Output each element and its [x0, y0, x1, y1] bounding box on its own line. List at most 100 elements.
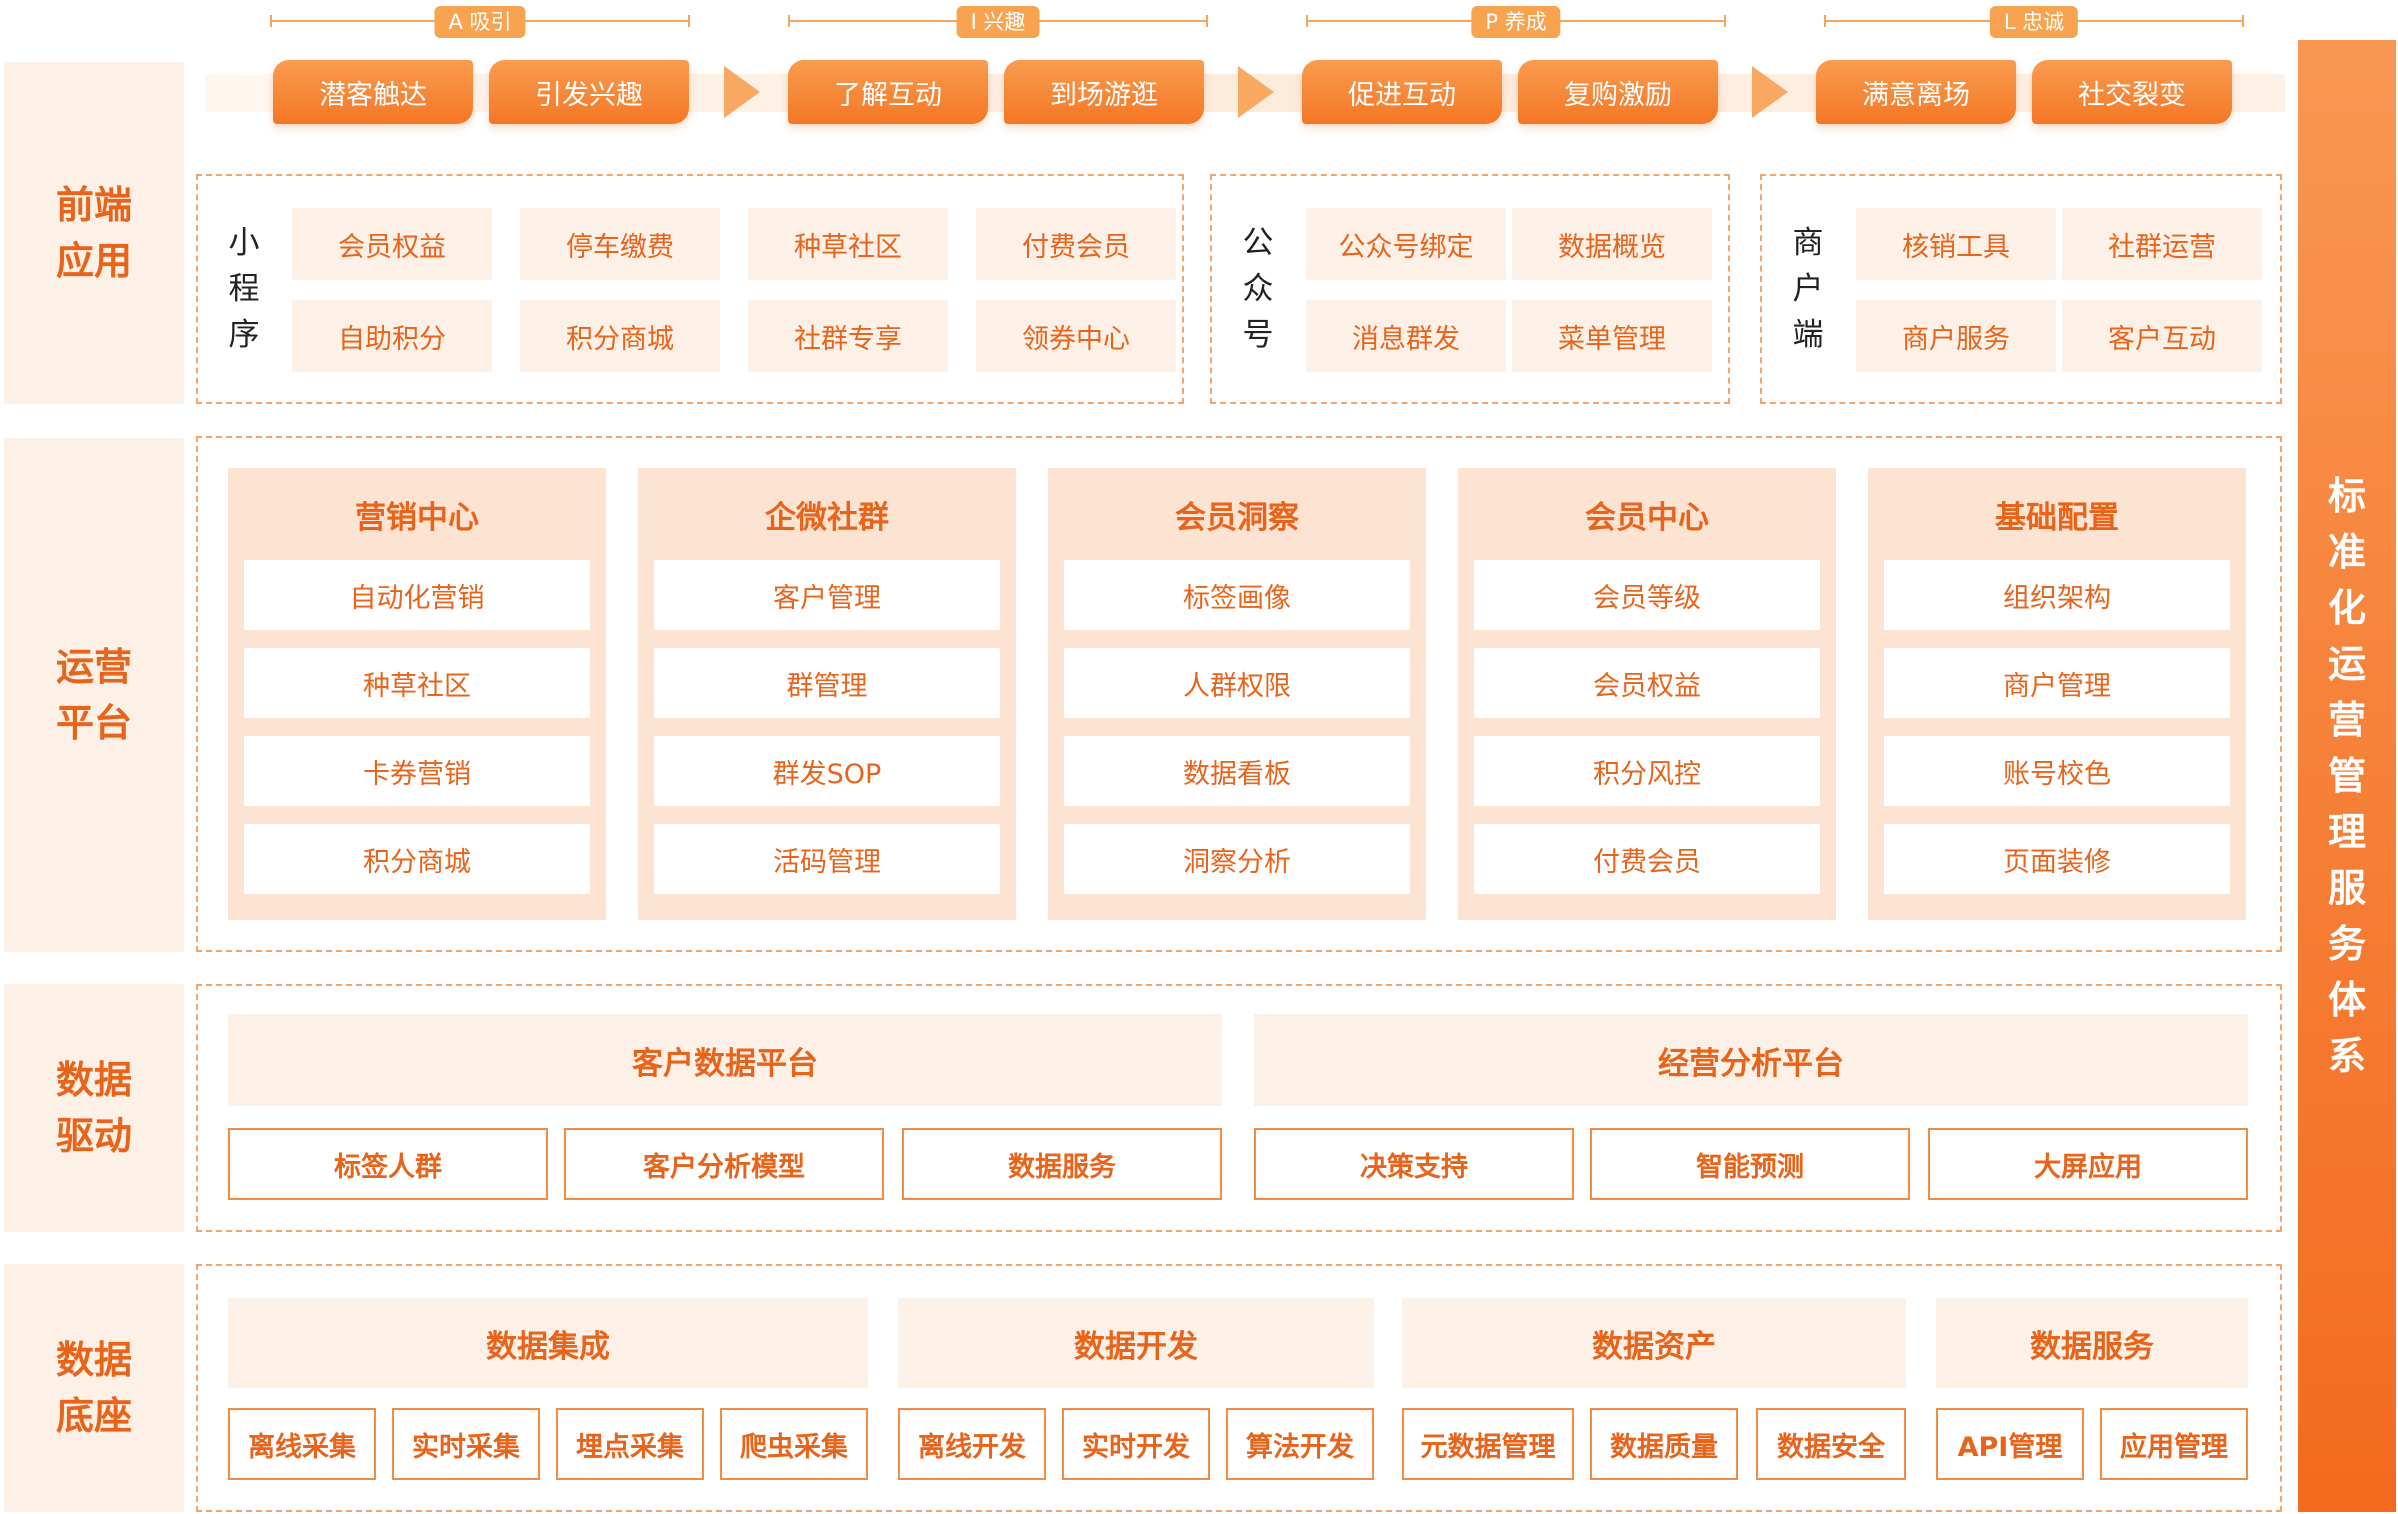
group-item[interactable]: 爬虫采集: [720, 1408, 868, 1480]
frontend-item[interactable]: 商户服务: [1856, 300, 2056, 372]
ops-item[interactable]: 活码管理: [654, 824, 1000, 894]
group-item[interactable]: 算法开发: [1226, 1408, 1374, 1480]
side-label-text: 标准化运营管理服务体系: [2327, 474, 2366, 1078]
frontend-item[interactable]: 领券中心: [976, 300, 1176, 372]
platform-item[interactable]: 大屏应用: [1928, 1128, 2248, 1200]
journey-step: 了解互动: [788, 60, 988, 124]
ops-item[interactable]: 标签画像: [1064, 560, 1410, 630]
data-driven-frame: [196, 984, 2282, 1232]
ops-item[interactable]: 种草社区: [244, 648, 590, 718]
ops-item[interactable]: 人群权限: [1064, 648, 1410, 718]
frontend-item[interactable]: 社群运营: [2062, 208, 2262, 280]
frontend-item[interactable]: 公众号绑定: [1306, 208, 1506, 280]
group-title: 数据服务: [1936, 1298, 2248, 1388]
group-item[interactable]: 实时开发: [1062, 1408, 1210, 1480]
frontend-official-account-frame: [1210, 174, 1730, 404]
ops-item[interactable]: 会员等级: [1474, 560, 1820, 630]
group-item[interactable]: 数据安全: [1756, 1408, 1906, 1480]
ops-item[interactable]: 积分风控: [1474, 736, 1820, 806]
ops-item[interactable]: 卡券营销: [244, 736, 590, 806]
group-title: 公众号: [1242, 225, 1274, 353]
platform-title: 客户数据平台: [228, 1014, 1222, 1106]
group-title: 数据开发: [898, 1298, 1374, 1388]
stage-interest: I 兴趣: [788, 6, 1208, 38]
frontend-item[interactable]: 客户互动: [2062, 300, 2262, 372]
journey-step: 到场游逛: [1004, 60, 1204, 124]
platform-item[interactable]: 标签人群: [228, 1128, 548, 1200]
ops-item[interactable]: 群发SOP: [654, 736, 1000, 806]
frontend-item[interactable]: 数据概览: [1512, 208, 1712, 280]
frontend-item[interactable]: 消息群发: [1306, 300, 1506, 372]
ops-column-title: 营销中心: [355, 499, 479, 536]
stage-label: A 吸引: [434, 6, 526, 38]
frontend-item[interactable]: 菜单管理: [1512, 300, 1712, 372]
ops-column-config: 基础配置 组织架构 商户管理 账号校色 页面装修: [1868, 468, 2246, 920]
layer-label-data-driven: 数据驱动: [4, 984, 184, 1232]
stage-label: P 养成: [1471, 6, 1561, 38]
group-item[interactable]: 离线采集: [228, 1408, 376, 1480]
group-item[interactable]: API管理: [1936, 1408, 2084, 1480]
ops-column-wecom: 企微社群 客户管理 群管理 群发SOP 活码管理: [638, 468, 1016, 920]
layer-label-frontend: 前端应用: [4, 62, 184, 404]
group-title: 小程序: [228, 225, 260, 353]
ops-frame: [196, 436, 2282, 952]
frontend-merchant-frame: [1760, 174, 2282, 404]
ops-item[interactable]: 账号校色: [1884, 736, 2230, 806]
ops-column-insight: 会员洞察 标签画像 人群权限 数据看板 洞察分析: [1048, 468, 1426, 920]
arrow-right-icon: [724, 66, 760, 118]
layer-label-ops: 运营平台: [4, 438, 184, 952]
ops-column-marketing: 营销中心 自动化营销 种草社区 卡券营销 积分商城: [228, 468, 606, 920]
stage-label: I 兴趣: [956, 6, 1040, 38]
group-item[interactable]: 埋点采集: [556, 1408, 704, 1480]
stage-loyalty: L 忠诚: [1824, 6, 2244, 38]
group-title: 商户端: [1792, 225, 1824, 353]
platform-item[interactable]: 智能预测: [1590, 1128, 1910, 1200]
side-label-bar: 标准化运营管理服务体系: [2298, 40, 2396, 1512]
journey-step: 满意离场: [1816, 60, 2016, 124]
group-title: 数据集成: [228, 1298, 868, 1388]
ops-column-title: 会员中心: [1585, 499, 1709, 536]
platform-item[interactable]: 决策支持: [1254, 1128, 1574, 1200]
ops-item[interactable]: 付费会员: [1474, 824, 1820, 894]
ops-column-title: 企微社群: [765, 499, 889, 536]
ops-item[interactable]: 积分商城: [244, 824, 590, 894]
layer-label-text: 运营平台: [55, 645, 132, 745]
group-item[interactable]: 应用管理: [2100, 1408, 2248, 1480]
frontend-item[interactable]: 会员权益: [292, 208, 492, 280]
arrow-right-icon: [1752, 66, 1788, 118]
ops-item[interactable]: 洞察分析: [1064, 824, 1410, 894]
ops-item[interactable]: 自动化营销: [244, 560, 590, 630]
frontend-item[interactable]: 核销工具: [1856, 208, 2056, 280]
frontend-item[interactable]: 积分商城: [520, 300, 720, 372]
layer-label-text: 数据底座: [55, 1338, 132, 1438]
ops-item[interactable]: 组织架构: [1884, 560, 2230, 630]
layer-label-text: 数据驱动: [55, 1058, 132, 1158]
journey-step: 社交裂变: [2032, 60, 2232, 124]
group-item[interactable]: 离线开发: [898, 1408, 1046, 1480]
stage-attract: A 吸引: [270, 6, 690, 38]
frontend-item[interactable]: 付费会员: [976, 208, 1176, 280]
group-item[interactable]: 元数据管理: [1402, 1408, 1574, 1480]
platform-item[interactable]: 数据服务: [902, 1128, 1222, 1200]
platform-item[interactable]: 客户分析模型: [564, 1128, 884, 1200]
group-item[interactable]: 实时采集: [392, 1408, 540, 1480]
frontend-item[interactable]: 停车缴费: [520, 208, 720, 280]
ops-item[interactable]: 会员权益: [1474, 648, 1820, 718]
frontend-item[interactable]: 自助积分: [292, 300, 492, 372]
ops-item[interactable]: 群管理: [654, 648, 1000, 718]
journey-step: 引发兴趣: [489, 60, 689, 124]
frontend-item[interactable]: 社群专享: [748, 300, 948, 372]
stage-nurture: P 养成: [1306, 6, 1726, 38]
ops-item[interactable]: 客户管理: [654, 560, 1000, 630]
layer-label-data-base: 数据底座: [4, 1264, 184, 1512]
frontend-item[interactable]: 种草社区: [748, 208, 948, 280]
stage-label: L 忠诚: [1989, 6, 2079, 38]
journey-step: 促进互动: [1302, 60, 1502, 124]
ops-column-title: 会员洞察: [1175, 499, 1299, 536]
ops-item[interactable]: 商户管理: [1884, 648, 2230, 718]
ops-item[interactable]: 数据看板: [1064, 736, 1410, 806]
journey-step: 复购激励: [1518, 60, 1718, 124]
arrow-right-icon: [1238, 66, 1274, 118]
group-item[interactable]: 数据质量: [1590, 1408, 1738, 1480]
ops-item[interactable]: 页面装修: [1884, 824, 2230, 894]
